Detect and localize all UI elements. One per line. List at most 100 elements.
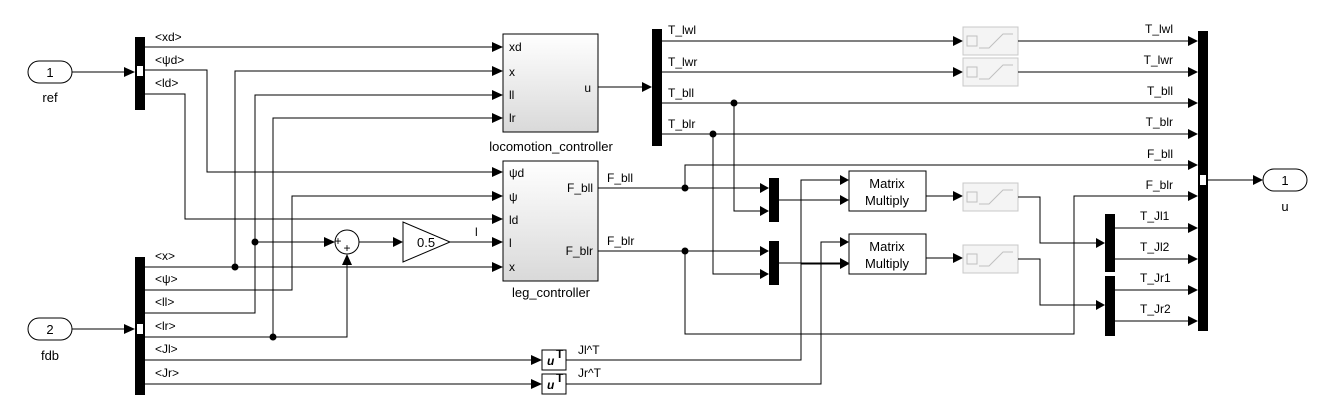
wire-fbll-out	[684, 164, 1188, 188]
wire-ll	[145, 94, 492, 314]
gain-output-label: l	[475, 225, 478, 239]
fdb-bus-signal-x: <x>	[155, 249, 175, 263]
bus-selector-mark	[137, 324, 143, 334]
fdb-bus-signal-psi: <ψ>	[155, 272, 178, 286]
fdb-bus-signal-jr: <Jr>	[155, 366, 179, 380]
saturation-block-3[interactable]	[962, 182, 1019, 212]
wire-tblr-to-mux2	[712, 134, 760, 275]
leg-controller-block[interactable]: ψd ψ ld l x F_bll F_blr	[502, 160, 599, 282]
mux-2[interactable]	[769, 241, 779, 285]
wire-fblr-out	[684, 195, 1188, 335]
mux-input-fbll: F_bll	[1147, 147, 1173, 161]
demux-locomotion[interactable]	[652, 29, 662, 146]
leg-port-x: x	[509, 260, 515, 274]
wire-jlT-to-mm1	[800, 179, 840, 264]
saturation-block-1[interactable]	[962, 26, 1019, 56]
demux-jr[interactable]	[1105, 276, 1115, 336]
locomotion-port-lr: lr	[509, 111, 516, 125]
sum-block[interactable]: + +	[334, 229, 360, 255]
svg-text:T: T	[556, 371, 564, 385]
saturation-block-2[interactable]	[962, 57, 1019, 87]
fdb-bus-signal-jl: <Jl>	[155, 342, 178, 356]
matrix-multiply-2[interactable]: Matrix Multiply	[848, 233, 927, 275]
ref-bus-signal-ld: <ld>	[155, 76, 178, 90]
wire-lr	[145, 117, 492, 338]
transpose-block-jl[interactable]: u T	[541, 347, 567, 371]
saturation-block-4[interactable]	[962, 244, 1019, 274]
demux-signal-tbll: T_bll	[668, 86, 694, 100]
svg-text:u: u	[547, 378, 555, 392]
svg-text:Multiply: Multiply	[865, 256, 910, 271]
inport-fdb[interactable]: 2	[27, 317, 73, 341]
inport-fdb-label: fdb	[41, 348, 59, 363]
svg-text:T: T	[556, 347, 564, 361]
wire-ld	[145, 93, 492, 220]
svg-text:2: 2	[46, 322, 53, 337]
locomotion-port-u: u	[584, 81, 591, 95]
mux-input-fblr: F_blr	[1146, 178, 1173, 192]
jl-transpose-label: Jl^T	[578, 343, 600, 357]
svg-text:Matrix: Matrix	[869, 239, 905, 254]
mux-input-tbll: T_bll	[1147, 84, 1173, 98]
mux-input-tjr2: T_Jr2	[1140, 302, 1171, 316]
wire-jrT	[566, 241, 840, 385]
arrow	[124, 324, 135, 334]
matrix-multiply-1[interactable]: Matrix Multiply	[848, 170, 927, 212]
leg-port-ld: ld	[509, 213, 518, 227]
wire-psi	[145, 195, 492, 291]
leg-port-psi: ψ	[509, 190, 518, 204]
outport-u-label: u	[1281, 199, 1288, 214]
ref-bus-signal-xd: <xd>	[155, 30, 182, 44]
mux-input-tlwr: T_lwr	[1144, 53, 1173, 67]
svg-text:+: +	[343, 241, 350, 255]
svg-text:1: 1	[46, 65, 53, 80]
wire-jlT	[566, 263, 840, 361]
locomotion-port-xd: xd	[509, 40, 522, 54]
demux-jl[interactable]	[1105, 214, 1115, 272]
demux-signal-tlwr: T_lwr	[668, 55, 697, 69]
transpose-block-jr[interactable]: u T	[541, 371, 567, 395]
svg-text:+: +	[334, 234, 341, 248]
locomotion-controller-label: locomotion_controller	[489, 139, 613, 154]
mux-input-tjl1: T_Jl1	[1140, 209, 1170, 223]
locomotion-controller-block[interactable]: xd x ll lr u	[502, 33, 599, 133]
mux-input-tlwl: T_lwl	[1145, 22, 1173, 36]
leg-port-fblr: F_blr	[566, 244, 593, 258]
fdb-bus-signal-ll: <ll>	[155, 295, 174, 309]
wire-sat3-out	[1018, 196, 1096, 244]
leg-port-psid: ψd	[509, 166, 524, 180]
svg-text:0.5: 0.5	[417, 235, 435, 250]
arrow	[124, 67, 135, 77]
signal-fbll: F_bll	[607, 171, 633, 185]
inport-ref-label: ref	[42, 90, 58, 105]
wire-tbll-to-mux1	[733, 103, 760, 212]
gain-block[interactable]: 0.5	[402, 221, 452, 263]
wire-sat4-out	[1018, 258, 1096, 306]
demux-signal-tblr: T_blr	[668, 117, 695, 131]
wire-lr-to-sum	[273, 265, 348, 338]
locomotion-port-ll: ll	[509, 88, 514, 102]
bus-selector-mark	[137, 66, 143, 76]
signal-fblr: F_blr	[607, 234, 634, 248]
svg-text:1: 1	[1281, 173, 1288, 188]
ref-bus-signal-psid: <ψd>	[155, 53, 184, 67]
wire-x-to-locomotion	[234, 70, 492, 267]
fdb-bus-signal-lr: <lr>	[155, 319, 176, 333]
svg-text:Multiply: Multiply	[865, 193, 910, 208]
mux-input-tjr1: T_Jr1	[1140, 271, 1171, 285]
demux-signal-tlwl: T_lwl	[668, 23, 696, 37]
svg-text:u: u	[547, 354, 555, 368]
locomotion-port-x: x	[509, 65, 515, 79]
mux-1[interactable]	[769, 178, 779, 222]
leg-port-fbll: F_bll	[567, 181, 593, 195]
jr-transpose-label: Jr^T	[578, 366, 602, 380]
output-mux-mark	[1200, 175, 1206, 185]
mux-input-tjl2: T_Jl2	[1140, 240, 1170, 254]
wire-psid	[145, 69, 492, 173]
mux-input-tblr: T_blr	[1146, 115, 1173, 129]
outport-u[interactable]: 1	[1262, 168, 1308, 192]
inport-ref[interactable]: 1	[27, 60, 73, 84]
svg-text:Matrix: Matrix	[869, 176, 905, 191]
leg-port-l: l	[509, 236, 512, 250]
leg-controller-label: leg_controller	[512, 285, 591, 300]
